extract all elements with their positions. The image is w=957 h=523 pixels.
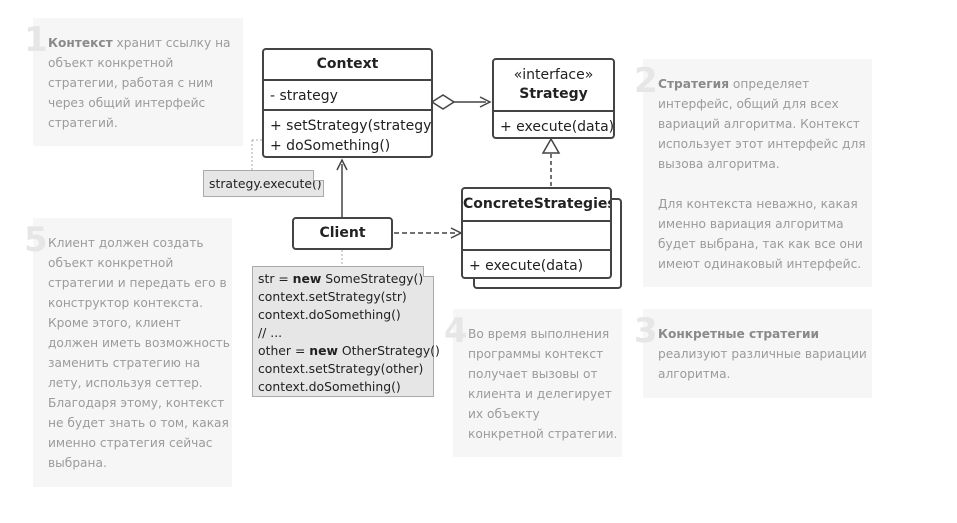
- client-code-note: str = new SomeStrategy() context.setStra…: [252, 266, 440, 397]
- note-3-text: Конкретные стратегии реализуют различные…: [658, 324, 868, 384]
- concrete-name: ConcreteStrategies: [463, 196, 612, 212]
- context-class[interactable]: Context - strategy + setStrategy(strateg…: [262, 48, 433, 158]
- context-arrowhead: [336, 158, 348, 171]
- strategy-methods: + execute(data): [494, 110, 613, 137]
- note-2-bold: Стратегия: [658, 77, 730, 91]
- code-line: context.doSomething(): [258, 379, 401, 394]
- code-line: context.setStrategy(str): [258, 289, 407, 304]
- note-1: 1 Контекст хранит ссылку на объект конкр…: [24, 18, 243, 146]
- code-line: str = new SomeStrategy(): [258, 271, 424, 286]
- strategy-interface[interactable]: «interface» Strategy + execute(data): [492, 58, 615, 139]
- strategy-name: Strategy: [519, 86, 588, 102]
- client-name: Client: [319, 225, 366, 241]
- concrete-method: + execute(data): [469, 258, 584, 274]
- context-methods: + setStrategy(strategy) + doSomething(): [264, 109, 431, 156]
- context-class-name: Context: [316, 56, 379, 72]
- concrete-methods: + execute(data): [463, 249, 610, 276]
- context-fields: - strategy: [264, 79, 431, 109]
- realization-triangle: [541, 137, 561, 154]
- note-1-text: Контекст хранит ссылку на объект конкрет…: [48, 33, 243, 133]
- code-line: other = new OtherStrategy(): [258, 343, 440, 358]
- note-2: 2 Стратегия определяет интерфейс, общий …: [634, 59, 872, 287]
- context-note-text: strategy.execute(): [209, 176, 322, 191]
- note-3-number: 3: [634, 311, 658, 351]
- note-3-body: реализуют различные вариации алгоритма.: [658, 347, 867, 381]
- note-1-number: 1: [24, 20, 48, 60]
- code-line: // ...: [258, 325, 283, 340]
- context-field: - strategy: [270, 88, 338, 104]
- note-5: 5 Клиент должен создать объект конкретно…: [24, 218, 232, 487]
- note-3: 3 Конкретные стратегии реализуют различн…: [634, 309, 872, 398]
- note-5-text: Клиент должен создать объект конкретной …: [48, 236, 230, 470]
- context-method: + setStrategy(strategy): [270, 118, 433, 134]
- note-3-bold: Конкретные стратегии: [658, 327, 820, 341]
- context-method: + doSomething(): [270, 138, 391, 154]
- strategy-method: + execute(data): [500, 119, 615, 135]
- strategy-header: «interface» Strategy: [494, 60, 613, 110]
- aggregation-diamond: [430, 94, 456, 110]
- note-4-number: 4: [444, 311, 468, 351]
- note-4: 4 Во время выполнения программы контекст…: [444, 309, 622, 457]
- client-class[interactable]: Client: [292, 217, 393, 250]
- note-1-body: хранит ссылку на объект конкретной страт…: [48, 36, 231, 130]
- note-fold: [313, 170, 324, 181]
- strategy-arrowhead: [479, 96, 492, 108]
- concrete-fields: [463, 220, 610, 249]
- note-4-text: Во время выполнения программы контекст п…: [468, 327, 618, 441]
- note-2-text: Стратегия определяет интерфейс, общий дл…: [658, 74, 868, 274]
- code-line: context.doSomething(): [258, 307, 401, 322]
- note-fold: [423, 266, 434, 277]
- note-2-body: определяет интерфейс, общий для всех вар…: [658, 77, 866, 271]
- context-note: strategy.execute(): [203, 170, 324, 197]
- note-5-number: 5: [24, 220, 48, 260]
- concrete-strategies-class[interactable]: ConcreteStrategies + execute(data): [461, 187, 612, 279]
- code-line: context.setStrategy(other): [258, 361, 424, 376]
- note-1-bold: Контекст: [48, 36, 113, 50]
- strategy-stereotype: «interface»: [513, 67, 594, 83]
- note-2-number: 2: [634, 61, 658, 101]
